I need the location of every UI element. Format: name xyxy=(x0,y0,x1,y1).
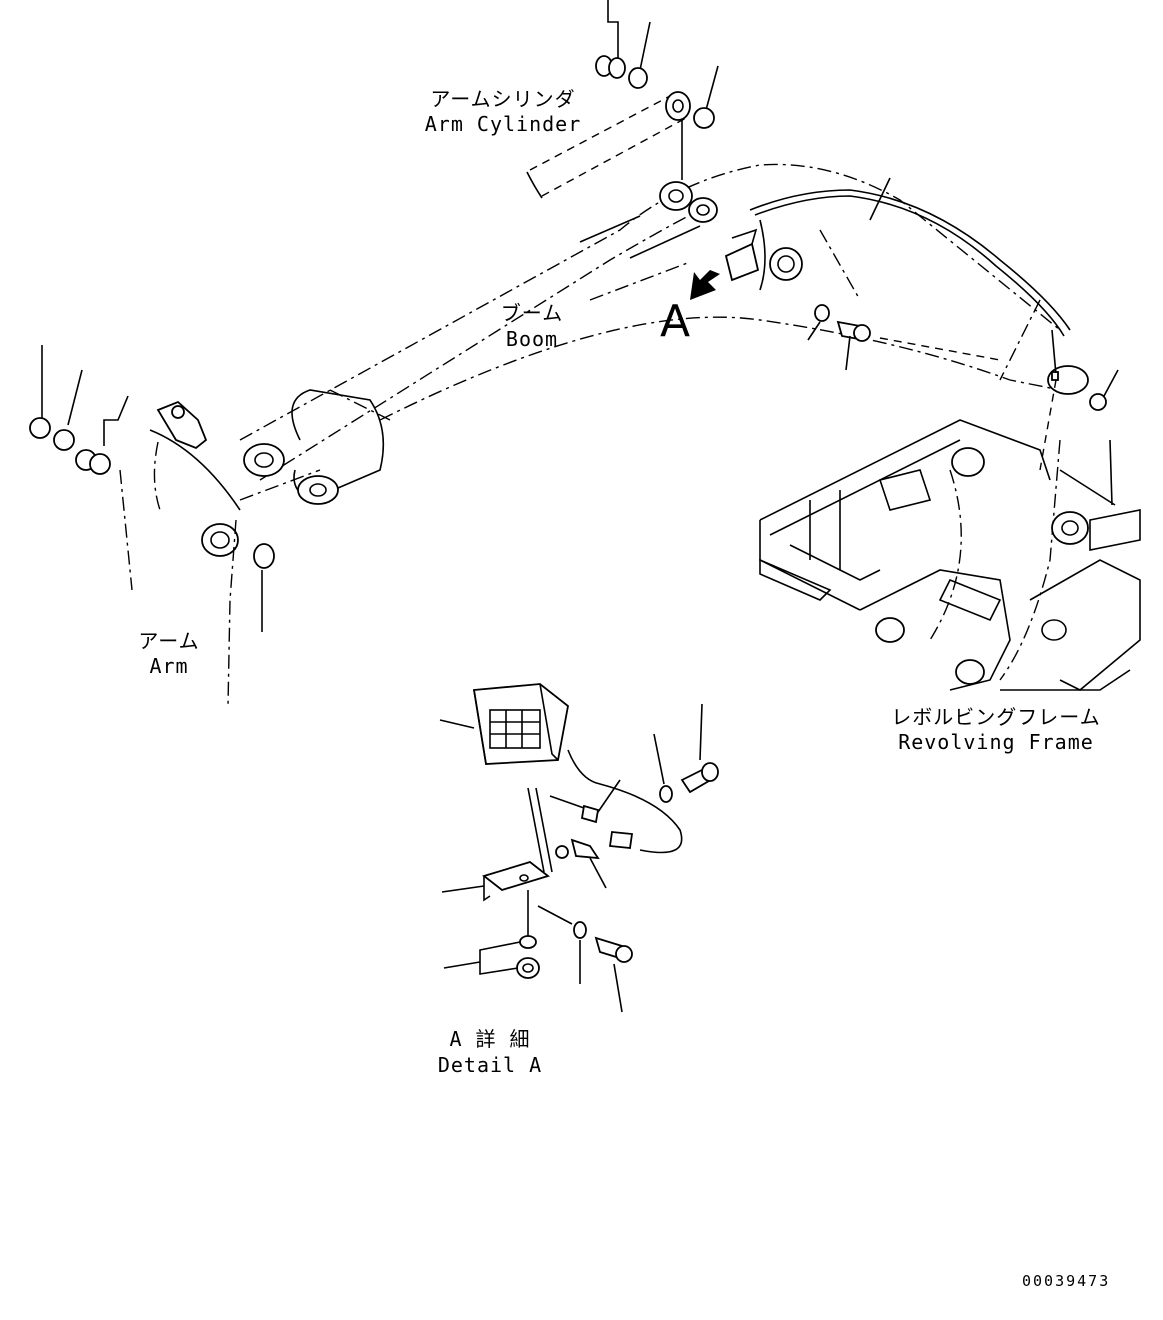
boom-bolt-washer xyxy=(807,304,1119,411)
arm-pin-hardware xyxy=(29,345,321,707)
arm-cylinder-label-jp: アームシリンダ xyxy=(430,87,576,111)
boom xyxy=(239,163,1089,505)
detail-a-lamp-assembly xyxy=(439,683,719,1013)
arm-label-jp: アーム xyxy=(138,629,200,653)
view-a-letter: A xyxy=(660,296,691,347)
arm-cylinder-label-en: Arm Cylinder xyxy=(424,112,582,136)
arm-label-en: Arm xyxy=(149,654,189,678)
revolving-frame-label-jp: レボルビングフレーム xyxy=(891,705,1101,729)
cylinder-pin-hardware xyxy=(595,0,719,129)
boom-wiring-harness xyxy=(749,177,1071,381)
revolving-frame xyxy=(759,379,1141,691)
arm-cylinder xyxy=(526,91,691,199)
boom-label-en: Boom xyxy=(505,327,559,351)
revolving-frame-label-en: Revolving Frame xyxy=(898,730,1094,754)
detail-a-label-jp: A 詳 細 xyxy=(449,1027,531,1051)
detail-a-label-en: Detail A xyxy=(437,1053,543,1077)
document-id: 00039473 xyxy=(1022,1272,1111,1290)
boom-work-lamp xyxy=(690,228,760,300)
boom-label-jp: ブーム xyxy=(500,301,564,325)
